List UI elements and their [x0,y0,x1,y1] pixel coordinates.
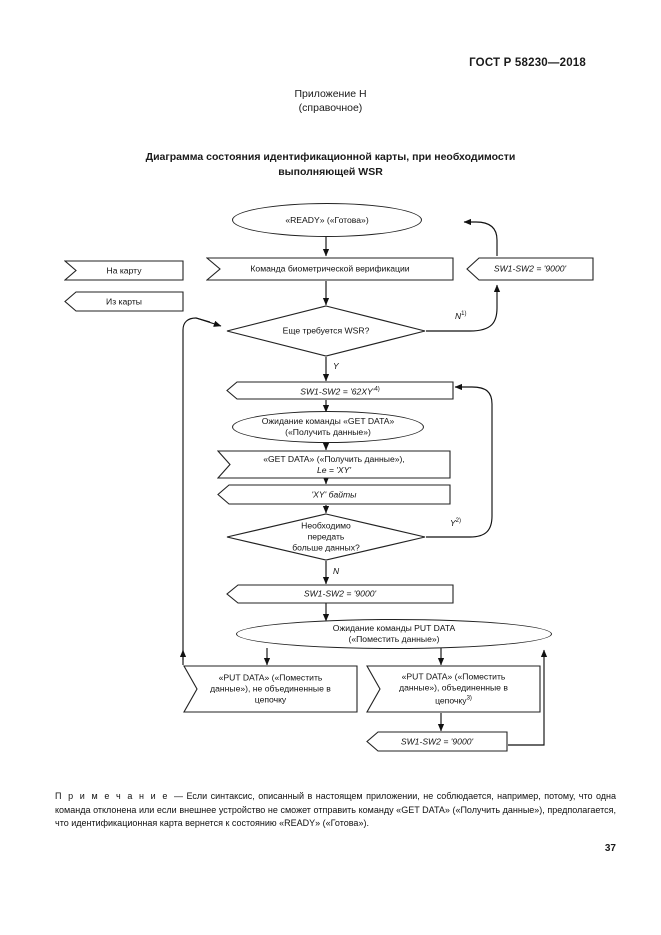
annex-kind: (справочное) [298,101,363,114]
node-ready-state: «READY» («Готова») [232,203,422,237]
node-decision-more-data-label: Необходимо передать больше данных? [292,520,360,553]
annex-label: Приложение Н [294,88,367,100]
branch-label-more-yes: Y2) [450,518,462,528]
branch-label-wsr-yes: Y [333,361,339,371]
node-wait-get-data: Ожидание команды «GET DATA» («Получить д… [232,411,424,443]
legend-from-card: Из карты [64,291,184,312]
node-wait-put-data-label: Ожидание команды PUT DATA («Поместить да… [332,623,456,644]
node-sw-9000-bottom: SW1-SW2 = '9000' [366,731,508,752]
standard-header: ГОСТ Р 58230—2018 [469,57,586,69]
node-decision-wsr: Еще требуется WSR? [226,305,426,357]
node-sw-9000-bottom-label: SW1-SW2 = '9000' [400,736,474,746]
node-xy-bytes: 'XY' байты [217,484,451,505]
node-decision-wsr-label: Еще требуется WSR? [282,325,370,336]
page-number: 37 [604,843,616,854]
node-sw-9000-top-label: SW1-SW2 = '9000' [493,263,567,274]
node-wait-put-data: Ожидание команды PUT DATA («Поместить да… [236,619,552,649]
diagram-title-line2: выполняющей WSR [278,166,383,178]
node-put-data-chained-label: «PUT DATA» («Поместить данные»), объедин… [399,671,508,706]
branch-label-more-no: N [333,566,340,576]
node-wait-get-data-label: Ожидание команды «GET DATA» («Получить д… [261,416,395,437]
branch-label-wsr-no: N1) [455,311,467,321]
node-bio-verify-command: Команда биометрической верификации [206,257,454,281]
node-put-data-chained: «PUT DATA» («Поместить данные»), объедин… [366,665,541,713]
note-body: — Если синтаксис, описанный в настоящем … [55,791,616,829]
annex-heading: Приложение Н (справочное) [0,88,661,115]
diagram-note: П р и м е ч а н и е — Если синтаксис, оп… [55,790,616,831]
node-sw-9000-mid: SW1-SW2 = '9000' [226,584,454,604]
node-get-data-command-label: «GET DATA» («Получить данные»), Le = 'XY… [263,453,405,475]
node-sw-9000-top: SW1-SW2 = '9000' [466,257,594,281]
node-sw-9000-mid-label: SW1-SW2 = '9000' [303,588,377,599]
node-sw-62xy-label: SW1-SW2 = '62XY'4) [300,385,380,396]
node-ready-state-label: «READY» («Готова») [285,214,369,225]
legend-to-card-label: На карту [106,265,142,275]
node-decision-more-data: Необходимо передать больше данных? [226,513,426,561]
node-put-data-unchained: «PUT DATA» («Поместить данные»), не объе… [183,665,358,713]
diagram-title-line1: Диаграмма состояния идентификационной ка… [145,151,516,163]
node-sw-62xy: SW1-SW2 = '62XY'4) [226,381,454,400]
node-get-data-command: «GET DATA» («Получить данные»), Le = 'XY… [217,450,451,479]
diagram-title: Диаграмма состояния идентификационной ка… [60,150,601,180]
note-prefix: П р и м е ч а н и е [55,791,175,801]
legend-to-card: На карту [64,260,184,281]
node-xy-bytes-label: 'XY' байты [311,489,357,499]
node-bio-verify-command-label: Команда биометрической верификации [250,263,410,274]
legend-from-card-label: Из карты [106,296,142,306]
node-put-data-unchained-label: «PUT DATA» («Поместить данные»), не объе… [210,672,331,705]
